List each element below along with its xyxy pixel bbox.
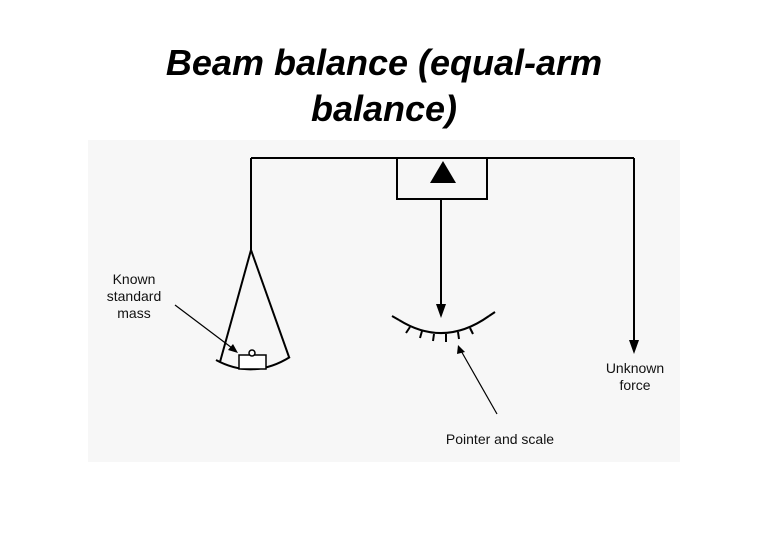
slide-title-line-1: Beam balance (equal-arm [165, 42, 603, 83]
pointer-scale-leader [459, 348, 498, 415]
known-mass-label: Known standard mass [96, 271, 172, 322]
slide-title: Beam balance (equal-arm balance) [0, 40, 768, 132]
known-mass-label-line-1: Known [112, 271, 156, 287]
left-pan-cord-left [219, 249, 252, 363]
known-mass-knob [248, 349, 256, 357]
known-mass-block [238, 354, 267, 370]
scale-tick [469, 327, 474, 335]
unknown-force-label-line-1: Unknown [605, 360, 665, 376]
known-mass-label-line-2: standard [106, 288, 162, 304]
scale-tick [391, 315, 400, 321]
diagram-panel [88, 140, 680, 462]
slide-title-line-2: balance) [310, 88, 458, 129]
pointer-arrowhead [436, 304, 446, 318]
fulcrum-icon [430, 161, 456, 183]
scale [391, 311, 496, 342]
scale-arc [398, 315, 490, 335]
scale-tick [432, 333, 435, 342]
known-mass-label-line-3: mass [117, 305, 151, 321]
pointer-scale-label: Pointer and scale [430, 431, 570, 448]
unknown-force-label: Unknown force [596, 360, 674, 394]
scale-tick [488, 311, 496, 317]
scale-tick [405, 326, 411, 334]
pointer-scale-leader-arrowhead [457, 345, 465, 354]
pointer-scale-label-text: Pointer and scale [445, 431, 555, 447]
scale-tick [457, 331, 460, 340]
unknown-force-arrowhead [629, 340, 639, 354]
scale-tick [419, 330, 423, 339]
known-mass-leader-arrowhead [228, 344, 238, 353]
left-pan-cord-right [250, 249, 290, 358]
known-mass-leader [174, 304, 237, 352]
unknown-force-label-line-2: force [619, 377, 651, 393]
